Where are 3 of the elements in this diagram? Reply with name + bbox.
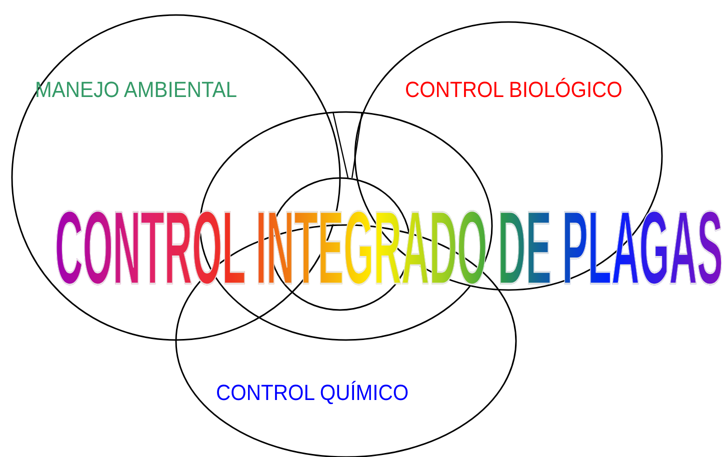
ellipse-label: CONTROL QUÍMICO [216, 380, 409, 406]
ellipse-label: MANEJO AMBIENTAL [35, 77, 238, 103]
ellipse-label: CONTROL BIOLÓGICO [405, 77, 622, 103]
